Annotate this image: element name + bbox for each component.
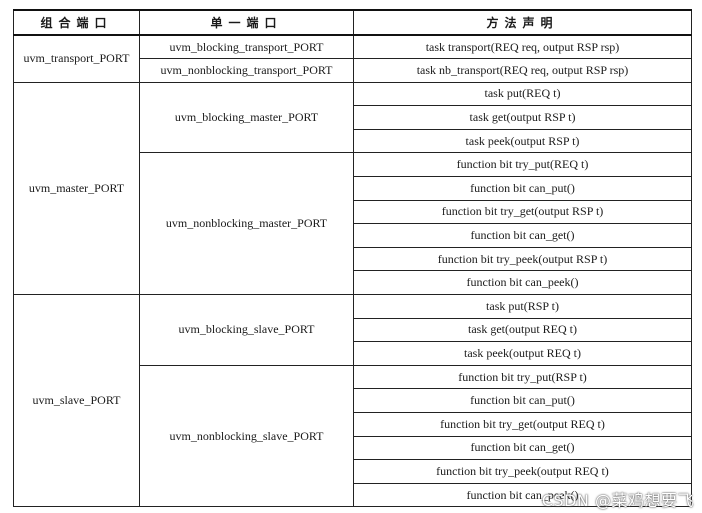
- header-row: 组合端口 单一端口 方法声明: [13, 9, 692, 36]
- table-row: function bit can_peek(): [14, 270, 692, 296]
- single-port-cell: uvm_nonblocking_master_PORT: [139, 152, 354, 296]
- method-declaration-cell: function bit can_peek(): [353, 270, 692, 296]
- method-declaration-cell: task put(RSP t): [353, 294, 692, 319]
- method-declaration-cell: function bit try_put(REQ t): [353, 152, 692, 178]
- method-declaration-cell: function bit can_get(): [353, 223, 692, 248]
- single-port-cell: uvm_blocking_slave_PORT: [139, 294, 354, 366]
- table-row: function bit can_get(): [14, 435, 692, 461]
- table-row: function bit try_get(output REQ t): [14, 412, 692, 437]
- table-row: function bit can_put(): [14, 176, 692, 201]
- method-declaration-cell: function bit try_peek(output RSP t): [353, 246, 692, 272]
- header-single-port: 单一端口: [139, 9, 354, 36]
- single-port-cell: uvm_nonblocking_slave_PORT: [139, 364, 354, 508]
- table-row: task peek(output RSP t): [14, 128, 692, 154]
- combined-port-cell: uvm_master_PORT: [13, 81, 140, 296]
- method-declaration-cell: function bit can_peek(): [353, 482, 692, 508]
- method-declaration-cell: task peek(output RSP t): [353, 128, 692, 154]
- method-declaration-cell: task nb_transport(REQ req, output RSP rs…: [353, 58, 692, 83]
- combined-port-cell: uvm_slave_PORT: [13, 294, 140, 508]
- method-declaration-cell: function bit try_get(output REQ t): [353, 412, 692, 437]
- single-port-cell: uvm_nonblocking_transport_PORT: [139, 58, 354, 83]
- method-declaration-cell: function bit try_put(RSP t): [353, 364, 692, 390]
- method-declaration-cell: function bit can_put(): [353, 388, 692, 413]
- table-row: function bit can_peek(): [14, 482, 692, 508]
- method-declaration-cell: task peek(output REQ t): [353, 341, 692, 366]
- table-row: function bit can_put(): [14, 388, 692, 413]
- method-declaration-cell: task get(output REQ t): [353, 317, 692, 343]
- method-declaration-cell: function bit try_peek(output REQ t): [353, 459, 692, 484]
- table-row: function bit can_get(): [14, 223, 692, 248]
- table-row: function bit try_peek(output RSP t): [14, 246, 692, 272]
- header-method-declaration: 方法声明: [353, 9, 692, 36]
- table-row: task get(output REQ t): [14, 317, 692, 343]
- table-row: function bit try_get(output RSP t): [14, 199, 692, 225]
- method-declaration-cell: task get(output RSP t): [353, 105, 692, 130]
- single-port-cell: uvm_blocking_transport_PORT: [139, 34, 354, 60]
- header-combined-port: 组合端口: [13, 9, 140, 36]
- method-declaration-cell: task put(REQ t): [353, 81, 692, 107]
- table-header: 组合端口 单一端口 方法声明: [13, 9, 692, 36]
- table-row: task peek(output REQ t): [14, 341, 692, 366]
- table-row: function bit try_peek(output REQ t): [14, 459, 692, 484]
- method-declaration-cell: function bit can_get(): [353, 435, 692, 461]
- method-declaration-cell: function bit try_get(output RSP t): [353, 199, 692, 225]
- single-port-cell: uvm_blocking_master_PORT: [139, 81, 354, 154]
- combined-port-cell: uvm_transport_PORT: [13, 34, 140, 83]
- method-declaration-cell: function bit can_put(): [353, 176, 692, 201]
- method-declaration-cell: task transport(REQ req, output RSP rsp): [353, 34, 692, 60]
